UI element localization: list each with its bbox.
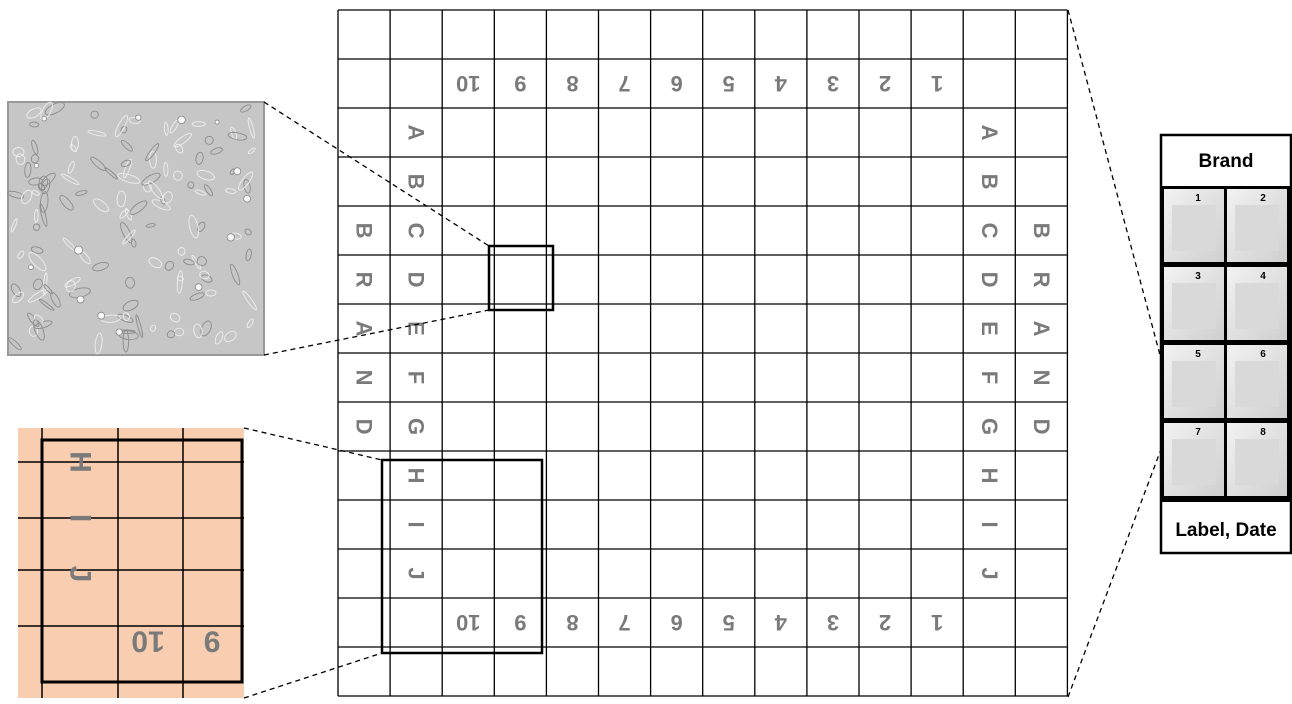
cell-shape [34, 163, 39, 168]
grid-cell-label: 10 [456, 71, 480, 96]
slide-brand-label: Brand [1199, 151, 1254, 172]
grid-cell-label: G [977, 418, 1002, 435]
slide: Brand 1 2 3 4 5 6 7 8 Label, Date [1161, 135, 1291, 553]
grid-cell-label: D [404, 272, 429, 288]
cell-shape [215, 120, 219, 124]
grid-cell-label: B [977, 174, 1002, 190]
cell-shape [136, 115, 141, 120]
cell-shape [29, 265, 34, 270]
grid-cell-label: G [404, 418, 429, 435]
grid-cell-label: H [404, 468, 429, 484]
grid-cell-label: 8 [566, 71, 578, 96]
cell-shape [227, 234, 234, 241]
cell-shape [42, 116, 47, 121]
connector-line [1068, 10, 1172, 400]
grid-cell-label: E [977, 321, 1002, 336]
grid-cell-label: 2 [879, 610, 891, 635]
cell-shape [195, 284, 202, 291]
well-number: 1 [1195, 193, 1201, 204]
well-number: 6 [1260, 349, 1266, 360]
grid-cell-label: A [1029, 321, 1054, 337]
grid-cell-label: 4 [774, 71, 787, 96]
grid-cell-label: C [404, 223, 429, 239]
grid-cell-label: 5 [723, 610, 735, 635]
well-inner [1172, 205, 1216, 251]
cell-shape [116, 329, 122, 335]
cell-shape [178, 116, 186, 124]
grid-cell-label: F [977, 371, 1002, 384]
grid-cell-label: R [1029, 272, 1054, 288]
zoom-letter-label: I [64, 514, 97, 522]
grid-cell-label: 9 [514, 71, 526, 96]
zoom-letter-label: J [64, 566, 97, 583]
grid-cell-label: 10 [456, 610, 480, 635]
grid-cell-label: R [352, 272, 377, 288]
slide-bottom-label: Label, Date [1175, 520, 1276, 541]
connector-line [244, 653, 382, 698]
cell-shape [77, 296, 84, 303]
well-inner [1172, 283, 1216, 329]
grid-cell-label: D [1029, 419, 1054, 435]
grid-cell-label: I [404, 521, 429, 527]
grid-cell-label: J [404, 567, 429, 579]
well-inner [1235, 361, 1279, 407]
well-inner [1235, 205, 1279, 251]
grid-cell-label: 3 [827, 610, 839, 635]
well-number: 2 [1260, 193, 1266, 204]
grid-cell-label: N [1029, 370, 1054, 386]
zoom-letter-label: H [64, 451, 97, 473]
grid-cell-label: J [977, 567, 1002, 579]
cell-shape [98, 312, 105, 319]
grid-cell-label: 6 [671, 610, 683, 635]
zoom-number-label: 9 [204, 625, 221, 658]
well-number: 4 [1260, 271, 1266, 282]
zoom-number-label: 10 [131, 625, 164, 658]
grid-cell-label: 1 [931, 610, 943, 635]
cell-shape [75, 246, 83, 254]
grid-cell-label: F [404, 371, 429, 384]
micrograph-inset [7, 100, 264, 355]
connector-line [1068, 420, 1172, 697]
grid-cell-label: 7 [618, 610, 630, 635]
grid-cell-label: A [352, 321, 377, 337]
grid-cell-label: D [977, 272, 1002, 288]
well-inner [1172, 439, 1216, 485]
grid-cell-label: 7 [618, 71, 630, 96]
grid-cell-label: 4 [774, 610, 787, 635]
cell-shape [244, 195, 251, 202]
grid-cell-label: 5 [723, 71, 735, 96]
grid-cell-label: B [352, 223, 377, 239]
grid-cell-label: A [977, 125, 1002, 141]
cell-shape [234, 168, 241, 175]
well-inner [1172, 361, 1216, 407]
well-number: 8 [1260, 427, 1266, 438]
grid-cell-label: N [352, 370, 377, 386]
well-inner [1235, 283, 1279, 329]
grid-cell-label: H [977, 468, 1002, 484]
grid-cell-label: 9 [514, 610, 526, 635]
grid-cell-label: I [977, 521, 1002, 527]
grid-cell-label: 3 [827, 71, 839, 96]
zoom-detail-inset: H I J 10 9 [18, 428, 244, 698]
grid-cell-label: D [352, 419, 377, 435]
grid-cell-label: C [977, 223, 1002, 239]
well-number: 5 [1195, 349, 1201, 360]
grid-cell-label: 1 [931, 71, 943, 96]
grid-cell-label: 2 [879, 71, 891, 96]
grid-cell-label: B [1029, 223, 1054, 239]
well-number: 7 [1195, 427, 1201, 438]
grid-cell-label: 8 [566, 610, 578, 635]
grid-cell-label: 6 [671, 71, 683, 96]
grid-cell-label: A [404, 125, 429, 141]
well-number: 3 [1195, 271, 1201, 282]
main-grid [338, 10, 1067, 696]
well-inner [1235, 439, 1279, 485]
grid-cell-label: B [404, 174, 429, 190]
